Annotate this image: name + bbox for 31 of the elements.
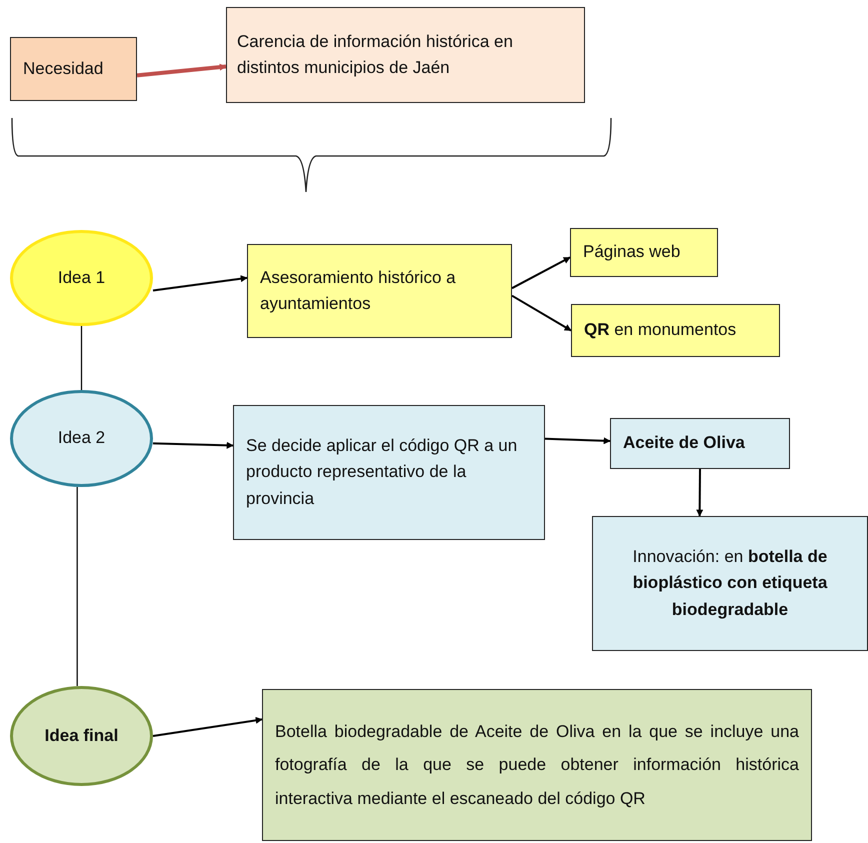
node-text: Asesoramiento histórico a ayuntamientos (259, 266, 457, 315)
process-box (570, 228, 718, 277)
process-box (226, 7, 585, 103)
node-text: Necesidad (22, 58, 104, 80)
node-text: QR en monumentos (583, 319, 738, 342)
arrow (152, 442, 234, 449)
process-box (592, 516, 868, 651)
process-box (262, 689, 812, 841)
arrow (152, 275, 248, 292)
node-text: Aceite de Oliva (622, 432, 746, 454)
arrow (512, 294, 572, 332)
process-box (247, 244, 512, 338)
node-text: Idea final (44, 724, 120, 747)
arrow (512, 256, 571, 290)
process-box (571, 304, 780, 357)
process-box (233, 405, 545, 540)
arrow (152, 716, 263, 737)
node-text: Innovación: en botella de bioplástico con etiqueta biodegradable (632, 546, 828, 621)
process-box (10, 37, 137, 101)
node-text: Páginas web (582, 241, 682, 264)
arrow (136, 64, 227, 78)
connector-line (80, 326, 82, 390)
arrow (544, 437, 611, 444)
process-box (610, 418, 790, 469)
arrow (696, 469, 704, 517)
node-text: Idea 1 (56, 266, 106, 289)
node-text: Idea 2 (56, 427, 106, 450)
node-text: Carencia de información histórica en distintos municipios de Jaén (236, 30, 514, 79)
node-text: Botella biodegradable de Aceite de Oliva en la que se incluye una fotografía de la que se puede obtener información histórica interactiva mediante el escaneado del código QR (274, 721, 800, 810)
connector-line (76, 487, 78, 686)
node-text: Se decide aplicar el código QR a un producto representativo de la provincia (245, 434, 518, 510)
